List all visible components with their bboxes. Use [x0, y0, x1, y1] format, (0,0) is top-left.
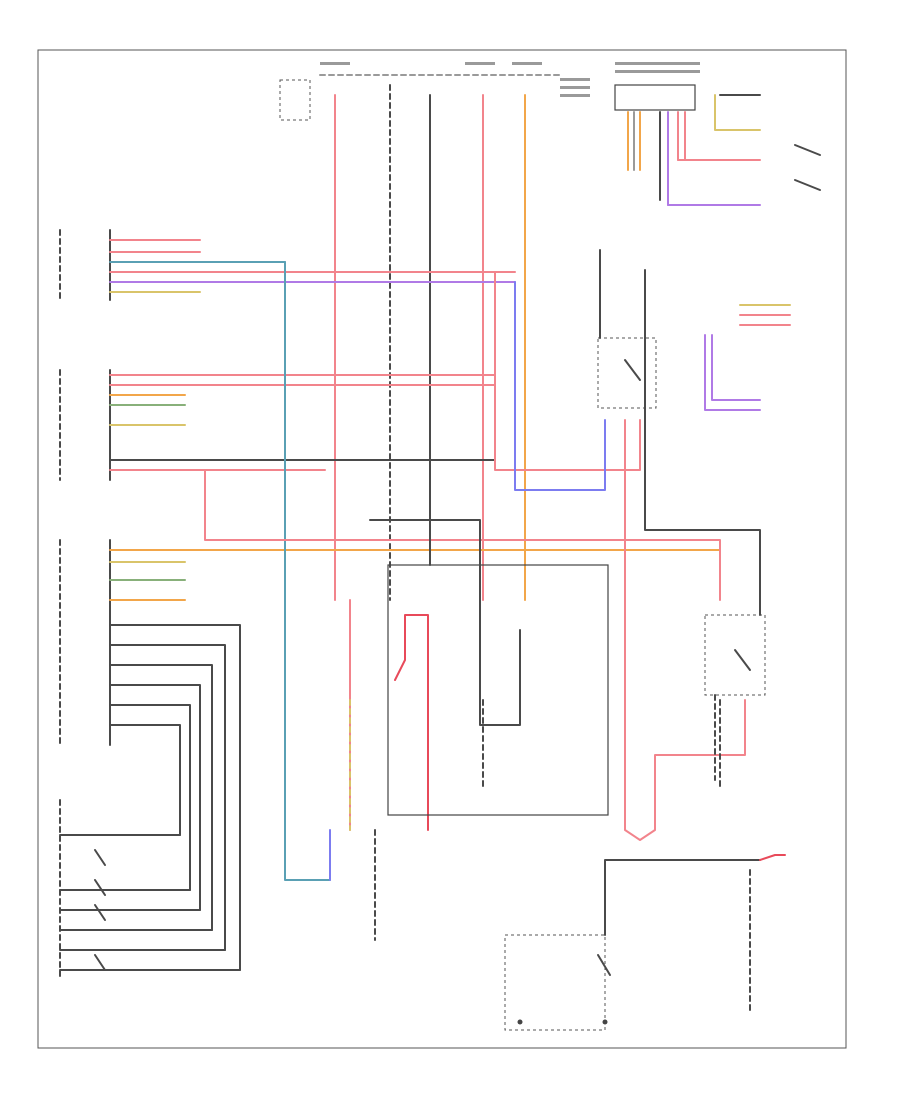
feed-wires [334, 84, 526, 831]
left-module-1 [59, 229, 516, 301]
switch-bank-left [59, 799, 241, 981]
fuse-box-top [279, 62, 590, 121]
starter-module [504, 854, 786, 1031]
diagram-frame [37, 49, 847, 1049]
module-top-right [614, 62, 700, 111]
left-module-3 [59, 539, 721, 971]
relay-module-center [597, 249, 657, 409]
right-side-connectors [704, 304, 791, 411]
module-harness [627, 94, 761, 206]
mid-red-loops [204, 271, 746, 841]
center-module-box [369, 499, 609, 816]
ground-legs [349, 699, 721, 941]
left-module-2 [59, 369, 496, 481]
switch-top-right [794, 144, 821, 191]
cyan-wire [284, 261, 331, 881]
relay-module-right [644, 269, 766, 781]
